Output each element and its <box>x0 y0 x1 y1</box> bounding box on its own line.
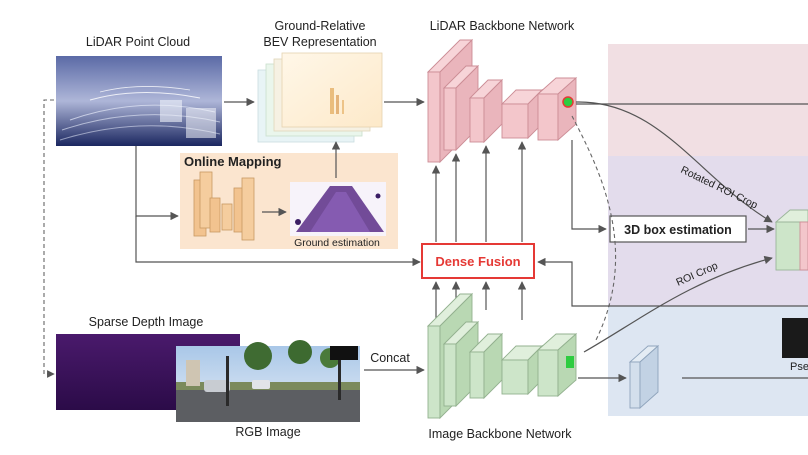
roi-crop-curve <box>583 255 773 353</box>
image-backbone-network <box>426 292 578 420</box>
lidar-backbone-label: LiDAR Backbone Network <box>430 19 575 33</box>
arrow-lidar-to-box <box>571 140 607 234</box>
pseudo-lidar-thumbnail <box>782 318 808 358</box>
lidar-backbone-network <box>426 38 578 164</box>
box-estimation-label: 3D box estimation <box>624 223 732 237</box>
online-mapping-title: Online Mapping <box>184 154 282 169</box>
rotated-roi-curve <box>575 101 773 223</box>
panel-lidar-head <box>608 44 808 156</box>
lidar-roi-marker <box>562 96 574 108</box>
bev-label-line1: Ground-Relative <box>274 19 365 33</box>
box-estimation-box <box>609 215 747 243</box>
image-backbone-label: Image Backbone Network <box>428 427 572 441</box>
bev-label-line2: BEV Representation <box>263 35 376 49</box>
lidar-point-cloud-label: LiDAR Point Cloud <box>86 35 190 49</box>
line-head-to-dense-fusion <box>537 257 808 307</box>
pse-fragment-label: Pse <box>790 361 808 373</box>
dense-fusion-label: Dense Fusion <box>435 254 520 269</box>
dense-fusion-box <box>421 243 535 279</box>
bev-representation-stack <box>257 52 383 143</box>
concat-label: Concat <box>370 351 410 365</box>
line-lidar-to-dense-fusion <box>135 216 421 267</box>
rgb-image <box>176 340 360 422</box>
sparse-depth-label: Sparse Depth Image <box>89 315 204 329</box>
fusion-head-block <box>774 209 808 271</box>
rgb-image-label: RGB Image <box>235 425 300 439</box>
line-lidar-to-mapping <box>135 146 179 221</box>
lidar-point-cloud-image <box>56 56 222 146</box>
ground-estimation-label: Ground estimation <box>294 237 380 249</box>
dashed-lidar-to-depth <box>43 99 55 378</box>
image-head-block <box>628 344 660 410</box>
online-mapping-network <box>193 171 255 241</box>
dashed-lidar-image-link <box>571 115 617 341</box>
ground-estimation-image <box>290 182 386 236</box>
image-roi-marker <box>566 356 574 368</box>
